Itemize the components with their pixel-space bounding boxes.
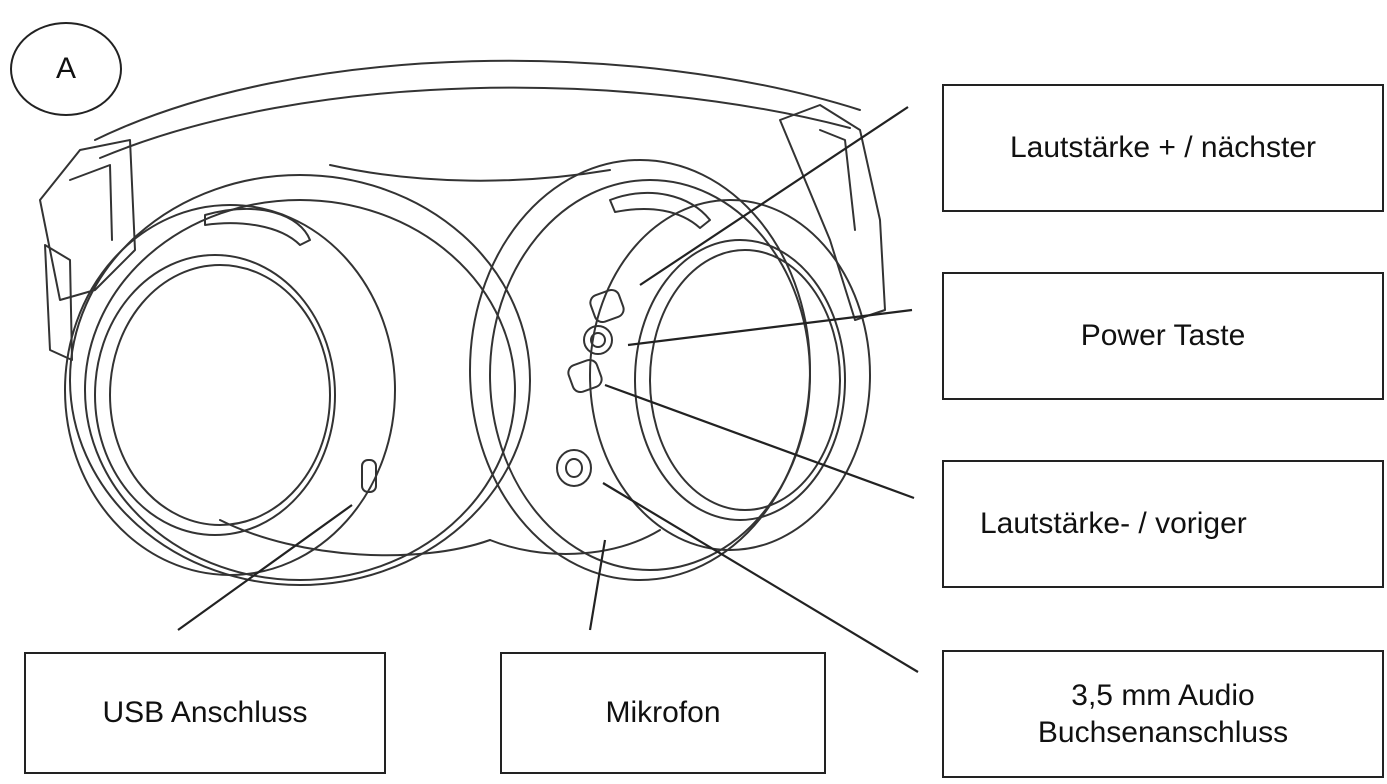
label-volume-up-text: Lautstärke + / nächster [1009,131,1316,165]
left-hinge [39,139,136,301]
right-cup [589,199,871,551]
label-audio-jack-line1: 3,5 mm Audio [1071,678,1255,712]
label-microphone-text: Mikrofon [605,696,721,730]
label-volume-down-text: Lautstärke- / voriger [980,507,1247,541]
figure-letter: A [55,52,76,85]
label-usb-text: USB Anschluss [102,696,308,730]
callout-line-microphone [588,539,607,631]
label-audio-jack-line2: Buchsenanschluss [1037,716,1289,749]
headband [94,59,861,141]
label-audio-jack: 3,5 mm Audio Buchsenanschluss [942,650,1384,778]
label-volume-up: Lautstärke + / nächster [942,84,1384,212]
button-volume-up [589,288,625,324]
callout-line-volume-down [604,383,915,500]
label-usb: USB Anschluss [24,652,386,774]
right-hinge [779,104,886,321]
audio-jack [556,449,592,487]
button-volume-down [567,358,603,394]
callout-line-volume-up [639,106,909,286]
left-cup [64,204,396,576]
callout-line-power [627,308,913,347]
figure-letter-badge: A [10,22,122,116]
label-power-text: Power Taste [1080,319,1246,353]
callout-lines [177,106,919,673]
label-power: Power Taste [942,272,1384,400]
label-volume-down: Lautstärke- / voriger [942,460,1384,588]
callout-line-audio-jack [602,482,919,673]
left-cushion [69,174,531,586]
usb-port [361,459,377,493]
callout-line-usb [177,504,353,631]
button-power [583,325,613,355]
headband-inner [99,86,851,159]
label-microphone: Mikrofon [500,652,826,774]
headphones-illustration [39,59,886,586]
